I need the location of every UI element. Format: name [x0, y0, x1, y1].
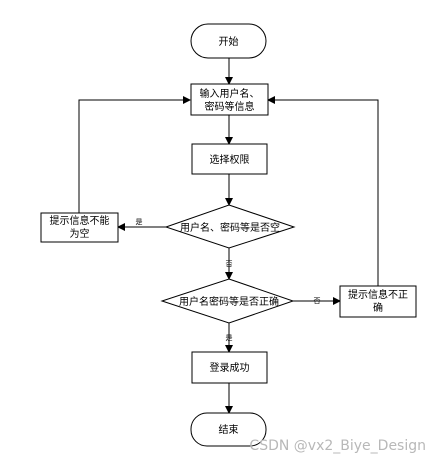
login-success-node: 登录成功 [191, 351, 268, 384]
check-correct-node: 用户名密码等是否正确 [160, 278, 295, 324]
start-label: 开始 [219, 35, 239, 48]
select-role-box [191, 143, 268, 175]
check-correct-label: 用户名密码等是否正确 [179, 295, 279, 308]
input-box [190, 83, 269, 116]
edge-label-correct-yes: 是 [226, 334, 233, 342]
login-success-box [191, 351, 268, 384]
msg-wrong-box [339, 285, 417, 318]
input-label-line2: 密码等信息 [205, 100, 255, 113]
start-terminal [190, 23, 267, 59]
msg-wrong-node: 提示信息不正 确 [339, 285, 417, 318]
start-node: 开始 [190, 23, 267, 59]
msg-wrong-label-line1: 提示信息不正 [348, 288, 408, 301]
connectors [78, 58, 379, 414]
arrow-msg-wrong-back [267, 96, 379, 286]
edge-label-empty-yes: 是 [136, 218, 143, 226]
msg-wrong-label-line2: 确 [373, 301, 383, 314]
msg-empty-box [40, 212, 119, 243]
check-empty-node: 用户名、密码等是否空 [164, 204, 296, 249]
select-role-label: 选择权限 [210, 153, 250, 166]
watermark: CSDN @vx2_Biye_Design [249, 438, 426, 454]
login-success-label: 登录成功 [210, 361, 250, 374]
end-node: 结束 [190, 412, 267, 447]
input-label-line1: 输入用户名、 [200, 87, 260, 100]
end-terminal [190, 412, 267, 447]
check-empty-diamond [164, 204, 296, 249]
edge-label-correct-no: 否 [314, 297, 321, 305]
select-role-node: 选择权限 [191, 143, 268, 175]
msg-empty-label-line1: 提示信息不能 [50, 214, 110, 227]
edge-label-empty-no: 否 [226, 260, 233, 268]
check-empty-label: 用户名、密码等是否空 [180, 221, 280, 234]
msg-empty-node: 提示信息不能 为空 [40, 212, 119, 243]
arrow-msg-empty-back [78, 96, 191, 213]
end-label: 结束 [219, 423, 239, 436]
msg-empty-label-line2: 为空 [70, 227, 90, 240]
input-node: 输入用户名、 密码等信息 [190, 83, 269, 116]
check-correct-diamond [160, 278, 295, 324]
